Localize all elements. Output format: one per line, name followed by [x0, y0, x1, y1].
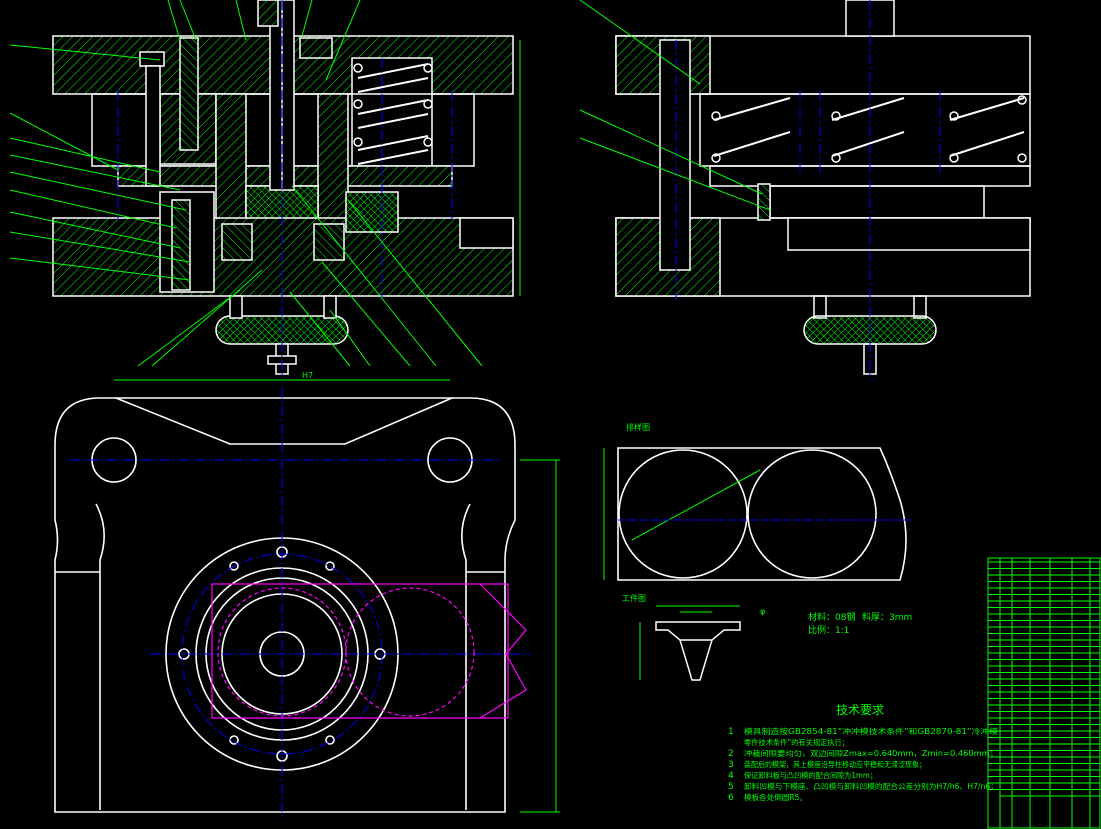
title-block [987, 557, 1101, 829]
tech-item-text: 装配后的模架，其上模座沿导柱移动应平稳和无滞涩现象； [744, 759, 926, 769]
blank-layout-title: 排样图 [626, 422, 650, 432]
workpiece-drawing [655, 621, 741, 681]
tech-item-text: 冲裁间隙要均匀，双边间隙Zmax=0.640mm，Zmin=0.460mm； [744, 748, 998, 758]
tech-item-number: 1 [728, 727, 734, 737]
tech-item-number: 5 [728, 782, 734, 792]
material-label: 材料：08钢 [808, 611, 855, 623]
workpiece-title: 工件图 [622, 593, 646, 603]
tech-item-text: 保证卸料板与凸凹模的配合间隙为1mm； [744, 770, 877, 780]
tech-item-number: 6 [728, 793, 734, 803]
tech-title: 技术要求 [836, 703, 884, 717]
front-section-view [52, 0, 514, 375]
tech-requirements-list: 1 模具制造按GB2854-81“冲冲模技术条件”和GB2870-81“冷冲模零件… [728, 726, 999, 803]
tech-item-text: 卸料凹模与下模座、凸凹模与卸料凹模的配合公差分别为H7/h6、H7/n6； [744, 781, 998, 791]
tech-item-text: 模具制造按GB2854-81“冲冲模技术条件”和GB2870-81“冷冲模 [744, 726, 999, 736]
tech-item-number: 3 [728, 760, 734, 770]
title-block-cell [999, 795, 1101, 829]
scale-label: 比例：1:1 [808, 624, 850, 636]
tech-item-text: 零件技术条件”的有关规定执行； [744, 737, 849, 747]
blank-layout [617, 447, 907, 581]
tech-item-text: 模板各处倒圆R5。 [744, 792, 807, 802]
dim-small-label: H7 [302, 371, 313, 380]
thickness-label: 料厚：3mm [862, 611, 912, 623]
dim-right-label: φ [760, 607, 765, 616]
tech-item-number: 4 [728, 771, 734, 781]
tech-item-number: 2 [728, 749, 734, 759]
